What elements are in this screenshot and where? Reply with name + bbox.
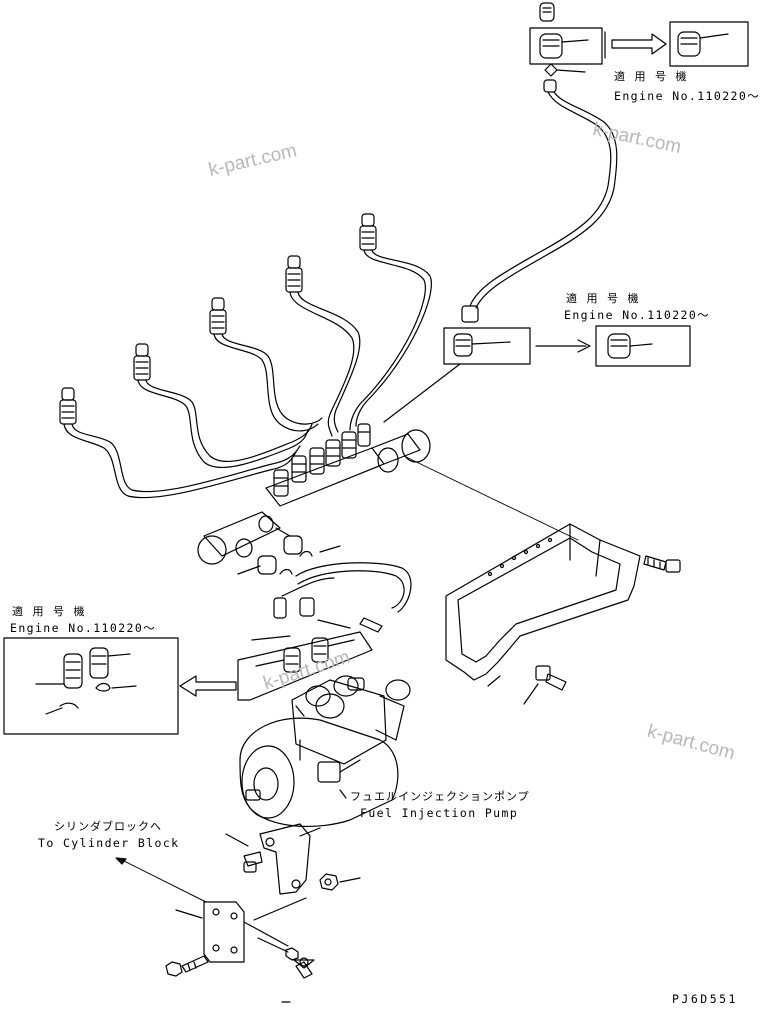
center-inset-group <box>237 631 373 701</box>
applicable-label-left: 適 用 号 機 <box>12 605 88 618</box>
arrow-right-icon <box>611 33 667 55</box>
return-pipe <box>461 91 618 323</box>
applicable-label-top: 適 用 号 機 <box>614 70 690 83</box>
nozzle-fitting-4 <box>285 255 303 293</box>
applicable-label-middle: 適 用 号 機 <box>566 292 642 305</box>
cylinder-label-jp: シリンダブロックへ <box>54 820 162 833</box>
bolt-bottom-left <box>165 955 209 977</box>
leak-off-pipe <box>251 562 412 641</box>
middle-inset-group <box>383 325 691 423</box>
leader-arrowhead <box>115 857 127 865</box>
lower-support-bracket <box>225 823 361 921</box>
cylinder-label-en: To Cylinder Block <box>38 836 180 850</box>
inset-frame-current <box>529 27 603 65</box>
pump-label-jp: フュエルインジェクションポンプ <box>350 790 530 803</box>
nozzle-fitting-5 <box>359 213 377 251</box>
drawing-code: PJ6D551 <box>672 992 738 1006</box>
engine-no-middle: Engine No.110220～ <box>564 308 711 322</box>
pump-bracket-right <box>445 523 641 687</box>
inset-frame-new <box>669 21 749 67</box>
leader-to-cylinder <box>117 857 207 903</box>
pump-label-en: Fuel Injection Pump <box>360 806 519 820</box>
delivery-valve-cluster <box>265 423 579 541</box>
arrow-left-icon <box>179 675 237 697</box>
nozzle-fitting-2 <box>133 343 151 381</box>
pump-head-block <box>197 511 341 575</box>
bolt-bottom-right <box>257 937 315 979</box>
top-inset-group <box>529 2 749 93</box>
left-inset-group <box>3 637 237 735</box>
cylinder-plate <box>175 901 289 963</box>
bolt-bracket-bottom <box>523 665 567 705</box>
nozzle-fitting-1 <box>59 387 77 425</box>
inset-frame-new-2 <box>595 325 691 367</box>
bolt-bracket-top <box>643 555 681 573</box>
nut <box>319 873 339 891</box>
fuel-injection-pump <box>239 675 411 827</box>
inset-frame-current-2 <box>443 327 531 365</box>
inset-frame-left <box>3 637 179 735</box>
nozzle-fitting-3 <box>209 297 227 335</box>
arrow-right-icon-2 <box>535 339 591 353</box>
engine-no-top: Engine No.110220～ <box>614 89 761 103</box>
engine-no-left: Engine No.110220～ <box>10 621 157 635</box>
injection-pipes <box>59 213 432 499</box>
